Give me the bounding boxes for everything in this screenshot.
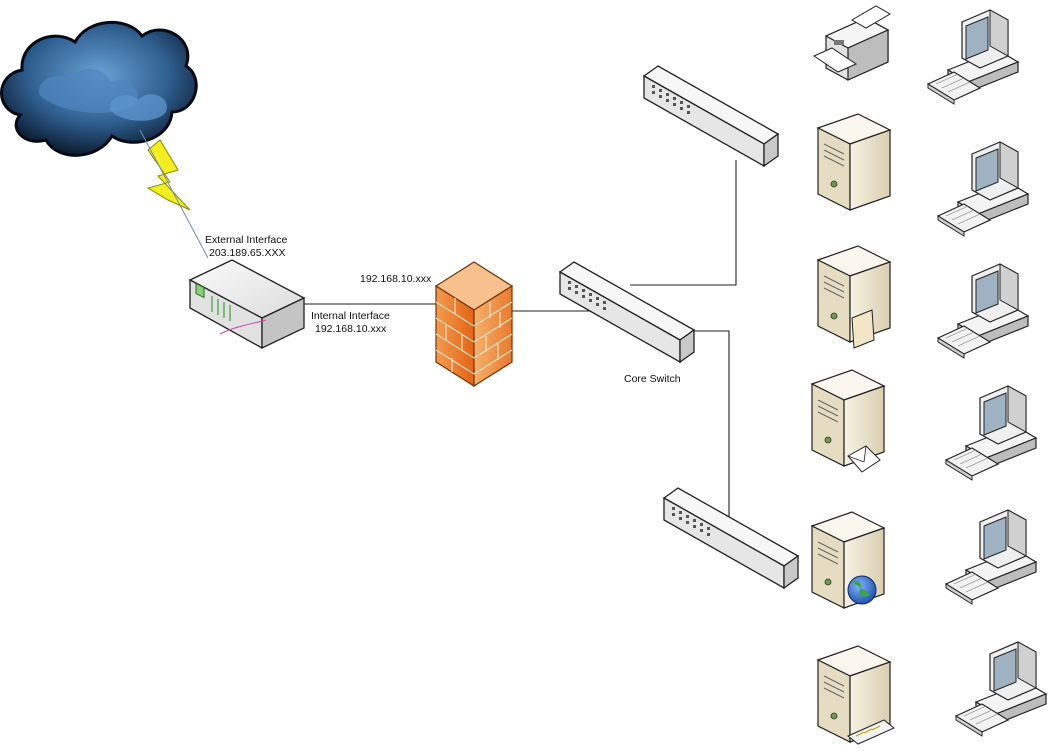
internal-interface-label: Internal Interface	[311, 310, 390, 322]
external-interface-ip: 203.189.65.XXX	[209, 247, 285, 259]
switch-icon-core	[559, 261, 695, 363]
workstation-icon-1	[927, 9, 1019, 105]
firewall-ip-label: 192.168.10.xxx	[360, 273, 432, 285]
switch-icon-lower	[663, 487, 799, 589]
core-switch-label: Core Switch	[624, 373, 681, 385]
workstation-icon-5	[945, 509, 1037, 605]
cloud-icon	[0, 21, 198, 157]
server-icon-storage	[817, 645, 895, 745]
switch-icon-upper	[643, 65, 779, 167]
server-icon-2	[817, 245, 891, 349]
server-icon-web	[811, 511, 885, 609]
server-icon-mail	[811, 369, 885, 473]
workstation-icon-3	[937, 263, 1029, 359]
workstation-icon-4	[945, 385, 1037, 481]
lightning-icon	[139, 129, 209, 259]
router-icon	[188, 259, 306, 350]
printer-icon	[812, 5, 891, 81]
workstation-icon-6	[955, 641, 1047, 737]
core-to-upper-switch-link	[630, 160, 737, 286]
server-icon-1	[817, 113, 891, 211]
globe-icon	[847, 575, 877, 605]
internal-interface-ip: 192.168.10.xxx	[315, 323, 387, 335]
external-interface-label: External Interface	[205, 234, 287, 246]
workstation-icon-2	[937, 141, 1029, 237]
firewall-icon	[434, 261, 514, 388]
